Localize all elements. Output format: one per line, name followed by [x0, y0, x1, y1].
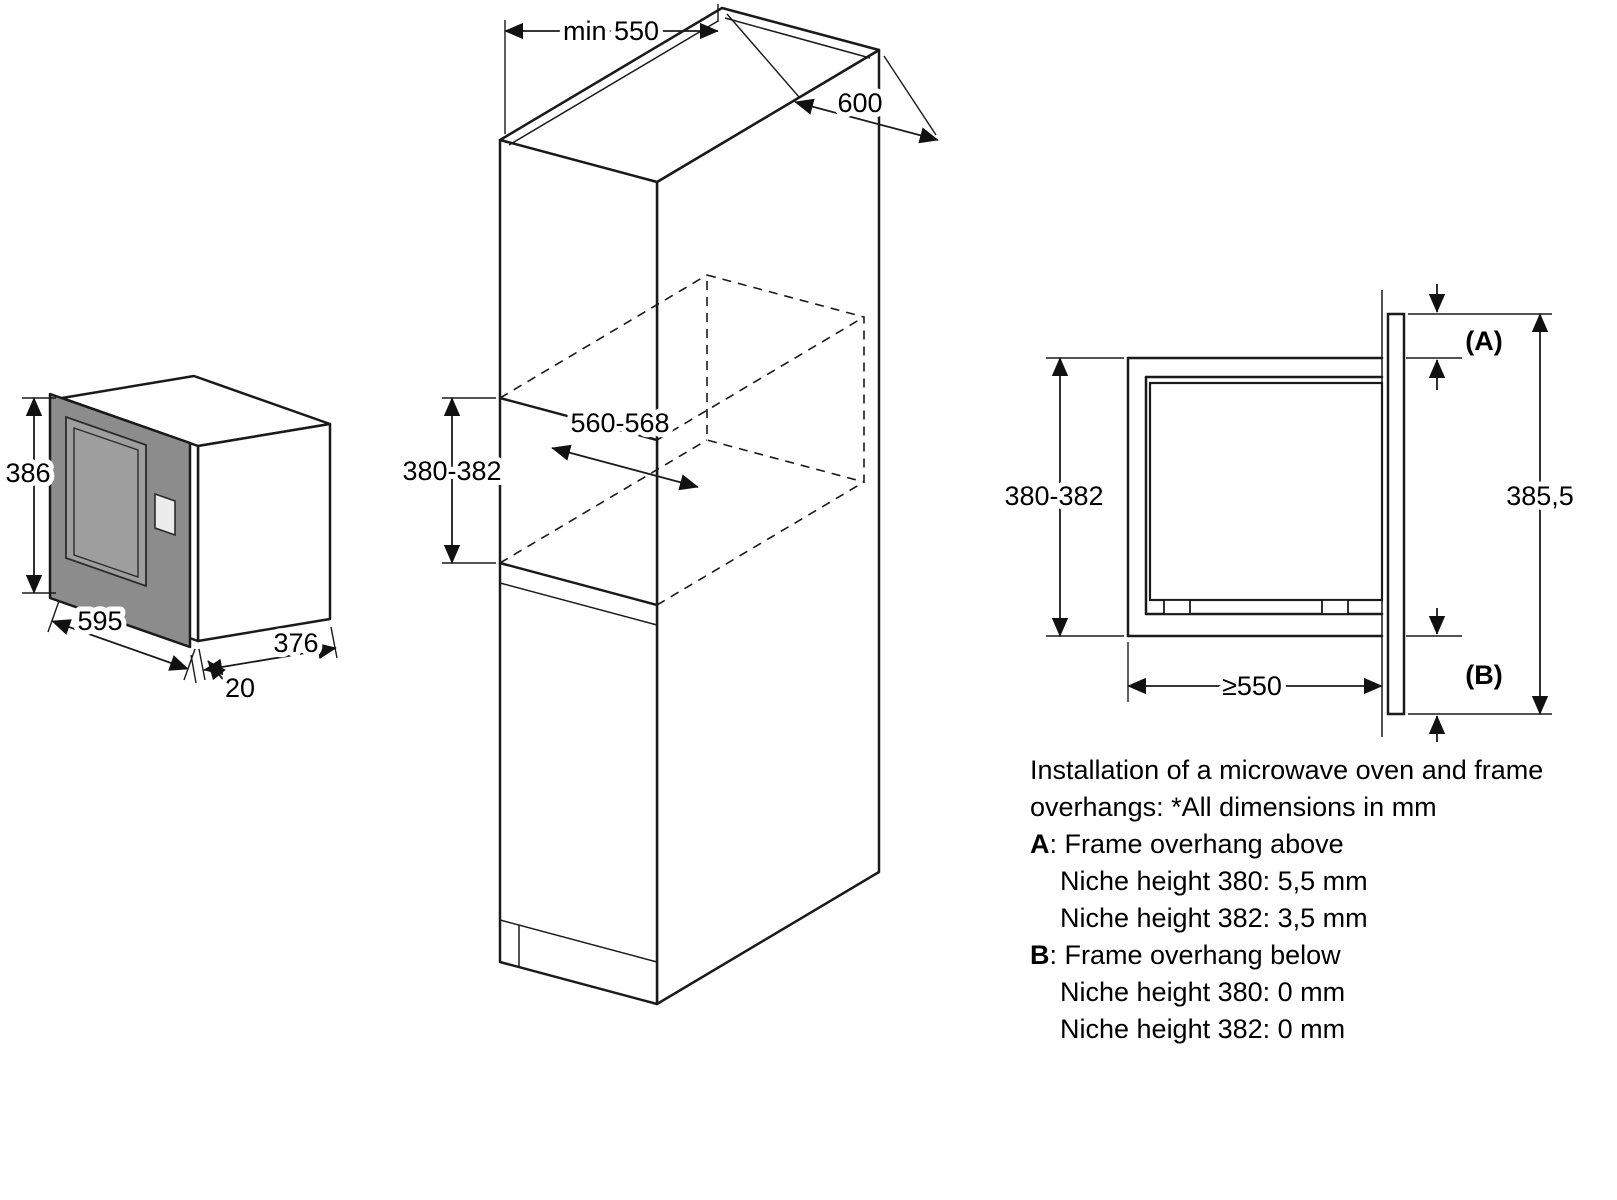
dim-label-overhang-above: (A) [1465, 326, 1502, 356]
dim-label-overhang-below: (B) [1465, 660, 1502, 690]
notes-item-a-letter: A [1030, 829, 1050, 859]
notes-item-a-text: : Frame overhang above [1049, 829, 1344, 859]
notes-item-b-sub-1: Niche height 380: 0 mm [1060, 977, 1346, 1007]
dim-label-cabinet-niche-height: 380-382 [402, 456, 501, 486]
dim-label-niche-width: 560-568 [570, 408, 669, 438]
microwave-frame-plate [1386, 312, 1406, 716]
dim-label-microwave-frame: 20 [225, 673, 255, 703]
notes-item-a-sub-1: Niche height 380: 5,5 mm [1060, 866, 1368, 896]
notes-title-line-2: overhangs: *All dimensions in mm [1030, 792, 1437, 822]
dim-label-section-niche-height: 380-382 [1004, 481, 1103, 511]
dim-label-frame-height: 385,5 [1506, 481, 1574, 511]
notes-item-b-sub-2: Niche height 382: 0 mm [1060, 1014, 1346, 1044]
microwave-control-panel [154, 492, 176, 537]
cabinet-niche-isometric-view: 560-568 380-382 min 550 600 [397, 4, 939, 1006]
dim-label-microwave-height: 386 [5, 458, 50, 488]
notes-item-a: A: Frame overhang above [1030, 826, 1590, 863]
niche-cross-section-view: 380-382 ≥550 385,5 (A) (B) [999, 284, 1579, 742]
dim-label-cabinet-depth: 600 [837, 88, 882, 118]
dim-label-microwave-depth: 376 [273, 628, 318, 658]
microwave-body-section [1148, 381, 1384, 602]
microwave-foot-front [1321, 599, 1349, 615]
microwave-door-window [65, 415, 147, 588]
dim-label-microwave-width: 595 [77, 606, 122, 636]
notes-item-b-text: : Frame overhang below [1049, 940, 1341, 970]
microwave-foot-rear [1163, 599, 1191, 615]
dim-label-section-niche-depth: ≥550 [1222, 671, 1282, 701]
dim-label-cabinet-width: min 550 [563, 16, 659, 46]
notes-title-line-1: Installation of a microwave oven and fra… [1030, 755, 1544, 785]
microwave-isometric-view: 386 595 376 20 [0, 374, 338, 708]
notes-item-b: B: Frame overhang below [1030, 937, 1590, 974]
notes-item-b-letter: B [1030, 940, 1050, 970]
notes-item-a-sub-2: Niche height 382: 3,5 mm [1060, 903, 1368, 933]
installation-notes: Installation of a microwave oven and fra… [1030, 752, 1590, 1048]
